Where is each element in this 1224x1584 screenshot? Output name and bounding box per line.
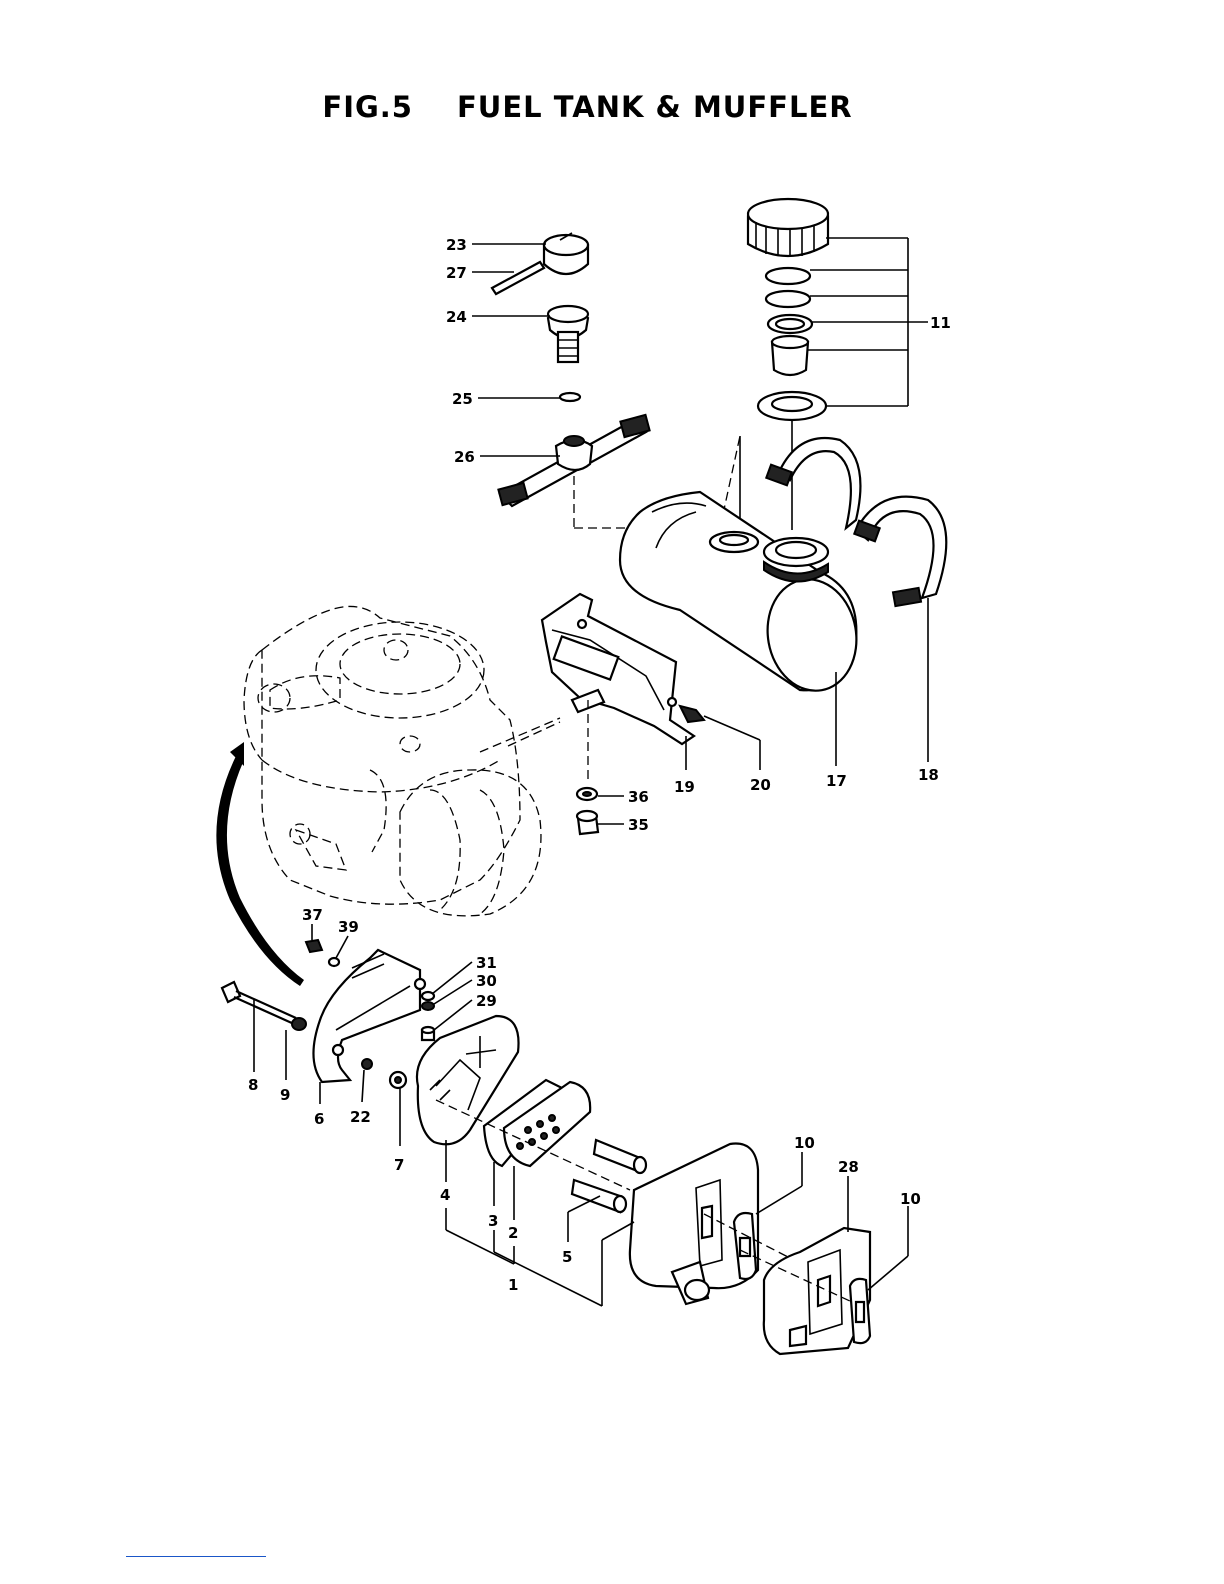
callout-17: 17 (826, 772, 847, 790)
callout-20: 20 (750, 776, 771, 794)
footer-rule (126, 1556, 266, 1557)
callout-2: 2 (508, 1224, 518, 1242)
callout-37: 37 (302, 906, 323, 924)
callout-8: 8 (248, 1076, 258, 1094)
callout-31: 31 (476, 954, 497, 972)
callout-3: 3 (488, 1212, 498, 1230)
callout-11: 11 (930, 314, 951, 332)
callout-36: 36 (628, 788, 649, 806)
callout-28: 28 (838, 1158, 859, 1176)
callout-5: 5 (562, 1248, 572, 1266)
callout-23: 23 (446, 236, 467, 254)
callout-29: 29 (476, 992, 497, 1010)
callout-10-lower: 10 (900, 1190, 921, 1208)
callout-18: 18 (918, 766, 939, 784)
callout-27: 27 (446, 264, 467, 282)
callout-26: 26 (454, 448, 475, 466)
callout-7: 7 (394, 1156, 404, 1174)
callout-19: 19 (674, 778, 695, 796)
callout-39: 39 (338, 918, 359, 936)
callout-35: 35 (628, 816, 649, 834)
callout-25: 25 (452, 390, 473, 408)
callout-1: 1 (508, 1276, 518, 1294)
callout-24: 24 (446, 308, 467, 326)
callout-10-upper: 10 (794, 1134, 815, 1152)
callout-30: 30 (476, 972, 497, 990)
callout-6: 6 (314, 1110, 324, 1128)
callout-4: 4 (440, 1186, 450, 1204)
callout-9: 9 (280, 1086, 290, 1104)
callout-22: 22 (350, 1108, 371, 1126)
